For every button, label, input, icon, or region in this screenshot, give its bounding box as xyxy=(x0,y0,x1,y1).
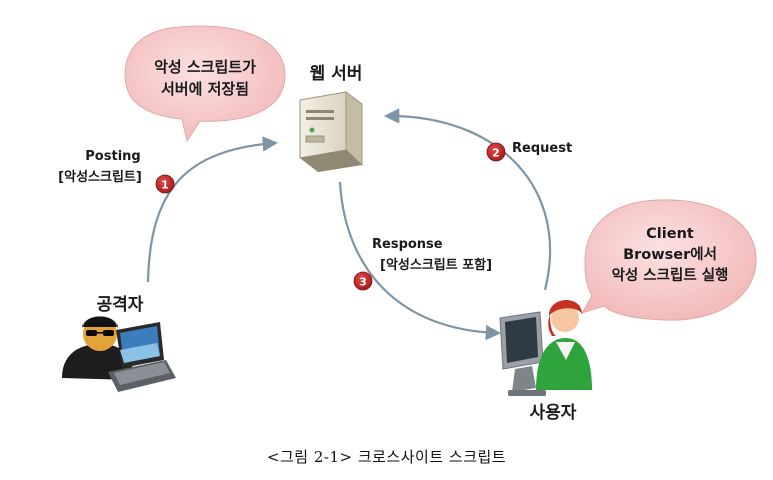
server-title: 웹 서버 xyxy=(310,64,363,84)
bubble-right-line1: Client xyxy=(646,226,694,242)
step3-line2: [악성스크립트 포함] xyxy=(380,257,492,273)
user-title: 사용자 xyxy=(530,403,577,423)
svg-text:3: 3 xyxy=(359,276,367,289)
speech-bubble-right: Client Browser에서 악성 스크립트 실행 xyxy=(580,199,757,321)
arrow-attacker-to-server xyxy=(146,136,279,283)
figure-caption: <그림 2-1> 크로스사이트 스크립트 xyxy=(266,448,507,466)
step3-badge: 3 xyxy=(353,271,373,291)
user-icon xyxy=(499,299,592,396)
step2-badge: 2 xyxy=(486,142,506,162)
attacker-icon xyxy=(62,316,176,392)
step1-line1: Posting xyxy=(85,149,140,164)
step1-badge: 1 xyxy=(155,174,175,194)
svg-text:1: 1 xyxy=(161,179,169,192)
bubble-left-line1: 악성 스크립트가 xyxy=(154,58,256,76)
speech-bubble-left: 악성 스크립트가 서버에 저장됨 xyxy=(124,25,286,143)
arrow-server-to-user xyxy=(338,181,502,341)
bubble-right-line3: 악성 스크립트 실행 xyxy=(612,266,729,284)
svg-text:2: 2 xyxy=(492,147,500,160)
attacker-title: 공격자 xyxy=(97,295,144,315)
bubble-right-line2: Browser에서 xyxy=(623,246,717,263)
server-icon xyxy=(299,91,363,172)
bubble-left-line2: 서버에 저장됨 xyxy=(161,80,249,98)
step1-line2: [악성스크립트] xyxy=(58,169,142,185)
step3-line1: Response xyxy=(372,237,443,252)
step2-line1: Request xyxy=(512,141,572,156)
arrow-user-to-server xyxy=(383,108,551,291)
